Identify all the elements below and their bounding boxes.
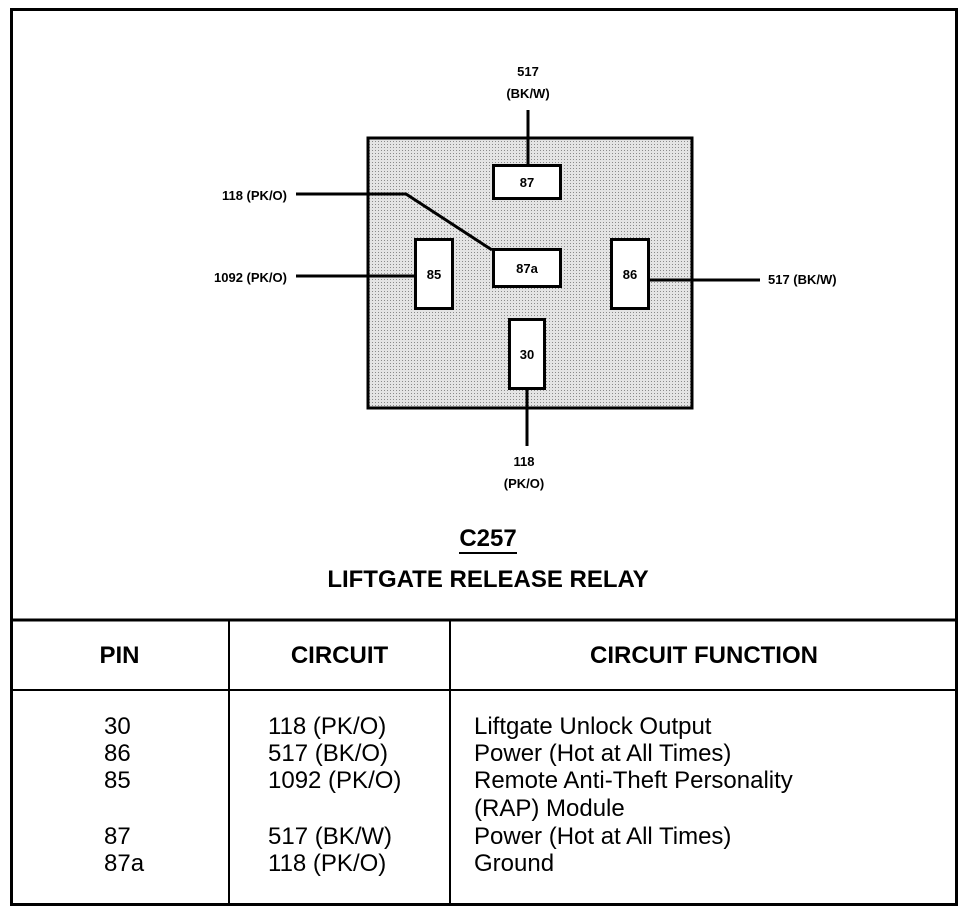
- connector-id-text: C257: [459, 525, 517, 554]
- wire-label-bottom-color: (PK/O): [503, 476, 545, 491]
- pin-30: 30: [508, 318, 546, 390]
- wire-label-top-number: 517: [517, 64, 539, 79]
- table-cell-pin: 30: [104, 713, 131, 740]
- pin-85: 85: [414, 238, 454, 310]
- table-cell-circuit: 517 (BK/O): [268, 740, 389, 767]
- table-cell-pin: 87a: [104, 850, 145, 877]
- table-cell-pin: 85: [104, 767, 131, 794]
- table-cell-function: Ground: [474, 850, 555, 877]
- wire-label-left-lower: 1092 (PK/O): [214, 270, 287, 285]
- table-cell-circuit: 118 (PK/O): [268, 713, 387, 740]
- table-cell-function: Power (Hot at All Times): [474, 740, 732, 767]
- wire-label-right: 517 (BK/W): [768, 272, 837, 287]
- table-cell-function: Power (Hot at All Times): [474, 823, 732, 850]
- pin-87a: 87a: [492, 248, 562, 288]
- header-circuit: CIRCUIT: [290, 642, 389, 669]
- table-cell-function-continued: (RAP) Module: [474, 795, 625, 822]
- wire-label-bottom-number: 118: [513, 454, 535, 469]
- table-cell-pin: 87: [104, 823, 131, 850]
- wire-label-top-color: (BK/W): [506, 86, 550, 101]
- diagram-frame: [10, 8, 958, 906]
- connector-id: C257: [0, 525, 976, 554]
- connector-name: LIFTGATE RELEASE RELAY: [327, 566, 649, 593]
- table-cell-circuit: 118 (PK/O): [268, 850, 387, 877]
- wire-label-left-upper: 118 (PK/O): [221, 188, 287, 203]
- header-pin: PIN: [99, 642, 140, 669]
- table-cell-function: Remote Anti-Theft Personality: [474, 767, 793, 794]
- pin-87: 87: [492, 164, 562, 200]
- header-circuit-function: CIRCUIT FUNCTION: [590, 642, 818, 669]
- wire-87a: [296, 192, 493, 252]
- table-cell-pin: 86: [104, 740, 131, 767]
- pin-86: 86: [610, 238, 650, 310]
- table-cell-circuit: 517 (BK/W): [268, 823, 393, 850]
- table-cell-function: Liftgate Unlock Output: [474, 713, 712, 740]
- table-cell-circuit: 1092 (PK/O): [268, 767, 402, 794]
